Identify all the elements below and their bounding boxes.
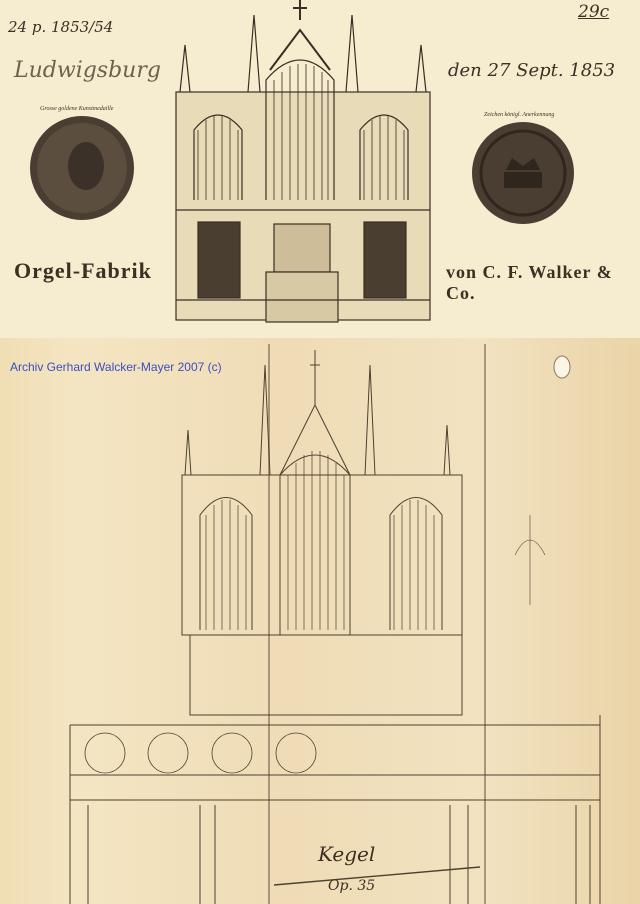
- place-name: Ludwigsburg: [14, 58, 161, 83]
- punch-hole: [553, 355, 571, 379]
- opus-number: Op. 35: [328, 878, 376, 894]
- company-name: von C. F. Walker & Co.: [446, 262, 613, 303]
- right-medal-inscription: Zeichen königl. Anerkennung: [484, 112, 555, 118]
- archive-watermark: Archiv Gerhard Walcker-Mayer 2007 (c): [10, 360, 222, 374]
- gold-medal-icon: [30, 116, 134, 220]
- left-medal-inscription: Grosse goldene Kunstmedaille: [40, 106, 114, 112]
- signature: Kegel: [318, 842, 376, 866]
- letter-date: den 27 Sept. 1853: [448, 60, 616, 81]
- page-number: 29c: [578, 2, 610, 22]
- fold-line: [484, 344, 486, 904]
- fold-line: [268, 344, 270, 904]
- organ-engraving: [175, 0, 431, 323]
- reference-note: 24 p. 1853/54: [8, 18, 114, 36]
- orgel-fabrik-title: Orgel-Fabrik: [14, 258, 152, 283]
- organ-design-sketch: [69, 350, 601, 904]
- recognition-medal-icon: [472, 122, 574, 224]
